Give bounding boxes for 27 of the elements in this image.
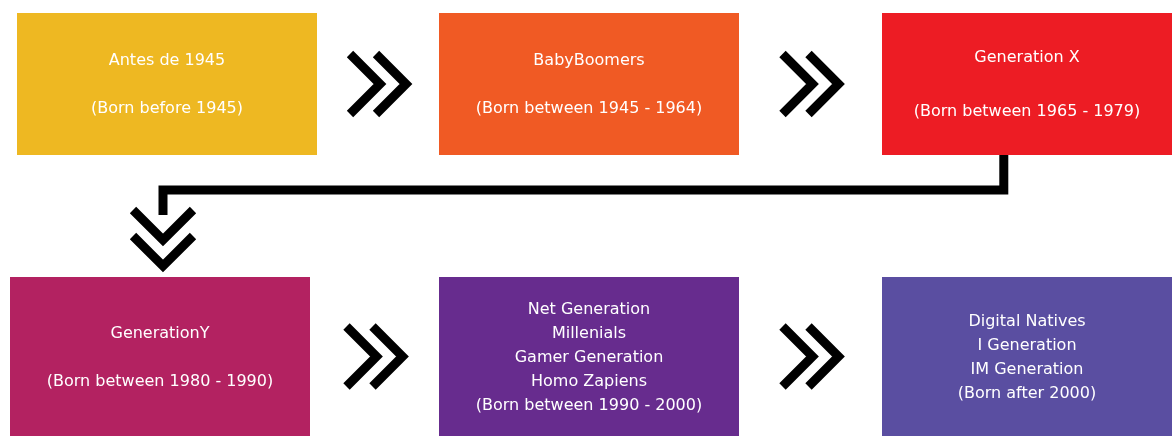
generation-text: Net Generation [527, 297, 651, 320]
generation-text: (Born after 2000) [957, 381, 1097, 404]
chevron-arrow [778, 322, 845, 391]
generation-text: Homo Zapiens [531, 369, 647, 392]
generation-text: Gamer Generation [514, 345, 664, 368]
generation-text: GenerationY [110, 321, 210, 344]
generation-box [17, 13, 317, 155]
generation-text: Antes de 1945 [108, 49, 226, 71]
generation-text: (Born before 1945) [90, 97, 244, 119]
generation-text: I Generation [977, 333, 1077, 356]
generation-text: Digital Natives [968, 309, 1086, 332]
generation-text: (Born between 1965 - 1979) [913, 100, 1141, 122]
generation-text: Generation X [974, 46, 1080, 68]
chevron-arrow [778, 49, 845, 119]
generation-text: IM Generation [970, 357, 1084, 380]
generation-text: BabyBoomers [533, 49, 645, 71]
generation-text: (Born between 1945 - 1964) [475, 97, 703, 119]
chevron-arrow [342, 322, 409, 391]
generation-box [10, 277, 310, 436]
chevron-arrow [345, 49, 413, 119]
generation-box [882, 277, 1172, 436]
generation-text: Millenials [551, 321, 627, 344]
generation-box [439, 13, 739, 155]
generation-text: (Born between 1990 - 2000) [475, 393, 703, 416]
generation-box [882, 13, 1172, 155]
generation-text: (Born between 1980 - 1990) [46, 369, 274, 392]
generation-box [439, 277, 739, 436]
